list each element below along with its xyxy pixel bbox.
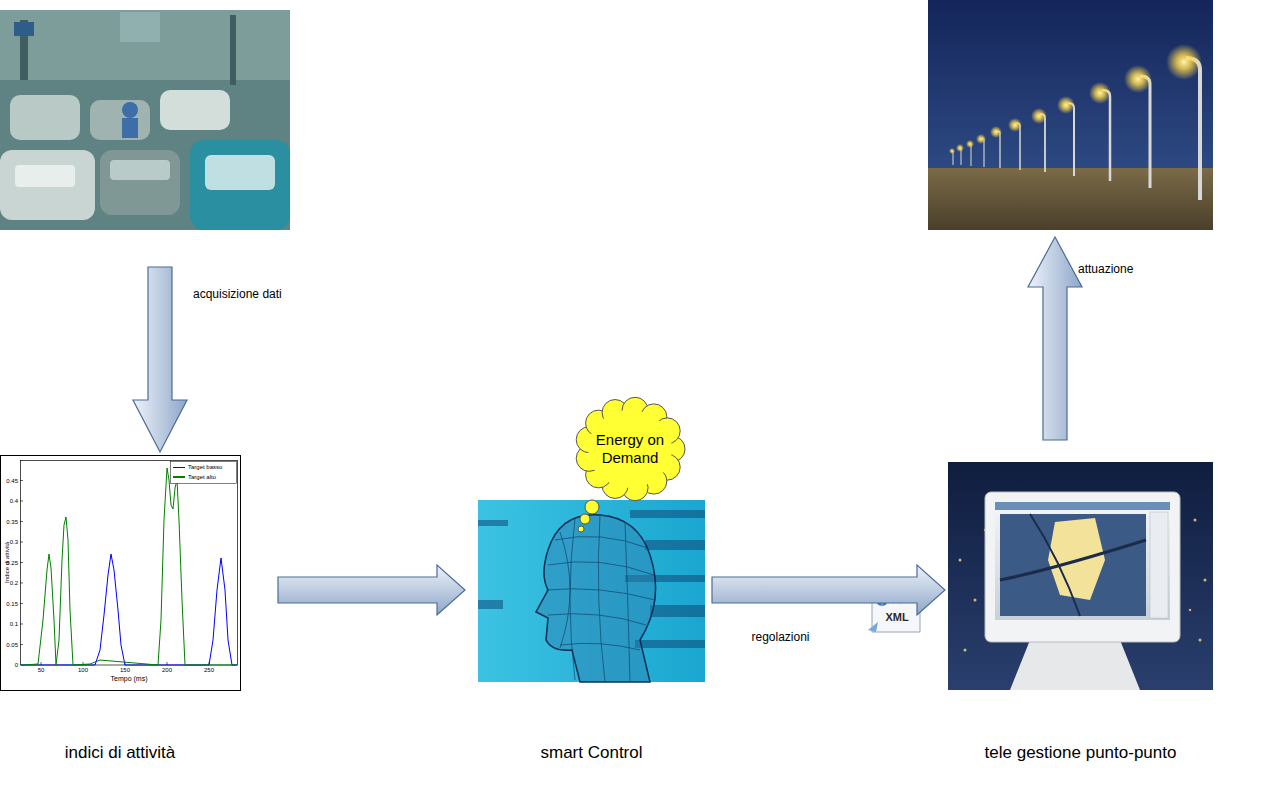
tick-label: 200 bbox=[162, 667, 172, 674]
block-arrow bbox=[278, 565, 465, 615]
cloud-text: Energy on Demand bbox=[595, 431, 665, 467]
tick-label: 100 bbox=[78, 667, 88, 674]
monitor-picture bbox=[948, 462, 1213, 690]
activity-chart bbox=[1, 456, 241, 691]
tick-label: 0.2 bbox=[10, 580, 18, 587]
tick-label: 0.15 bbox=[6, 601, 18, 608]
tick-label: 0.3 bbox=[10, 539, 18, 546]
legend-text: Target alto bbox=[188, 474, 216, 480]
up-arrow bbox=[1028, 237, 1082, 440]
legend-swatch bbox=[173, 467, 185, 469]
axis-title: Tempo (ms) bbox=[111, 675, 148, 683]
legend-row: Target alto bbox=[173, 473, 216, 481]
caption-text: indici di attività bbox=[65, 743, 176, 763]
edge-label: regolazioni bbox=[751, 630, 809, 644]
caption-text: smart Control bbox=[540, 743, 642, 763]
arrow-label: attuazione bbox=[1078, 263, 1133, 276]
tick-label: 0.45 bbox=[6, 478, 18, 485]
legend-swatch bbox=[173, 476, 185, 478]
streetlights-photo bbox=[928, 0, 1213, 230]
legend-row: Target basso bbox=[173, 463, 222, 471]
tick-label: 0 bbox=[15, 662, 18, 669]
traffic-photo bbox=[0, 10, 290, 230]
caption-text: tele gestione punto-punto bbox=[985, 743, 1177, 763]
tick-label: 0.4 bbox=[10, 498, 18, 505]
block-arrow bbox=[712, 565, 945, 615]
legend-text: Target basso bbox=[188, 464, 222, 470]
head-picture bbox=[478, 500, 705, 682]
tick-label: 50 bbox=[38, 667, 45, 674]
head-node: smart Control bbox=[478, 500, 705, 775]
tick-label: 0.25 bbox=[6, 560, 18, 567]
monitor-node: tele gestione punto-punto bbox=[948, 460, 1213, 775]
tick-label: 0.1 bbox=[10, 621, 18, 628]
down-arrow bbox=[133, 267, 187, 452]
tick-label: 0.05 bbox=[6, 642, 18, 649]
arrow-label: acquisizione dati bbox=[193, 288, 282, 301]
tick-label: 0.35 bbox=[6, 519, 18, 526]
icon-label: XML bbox=[885, 611, 908, 623]
tick-label: 250 bbox=[204, 667, 214, 674]
thought-bubbles bbox=[578, 500, 599, 532]
chart-node: indici di attività bbox=[0, 455, 240, 775]
tick-label: 150 bbox=[120, 667, 130, 674]
thought-cloud: Energy on Demand bbox=[576, 398, 684, 500]
